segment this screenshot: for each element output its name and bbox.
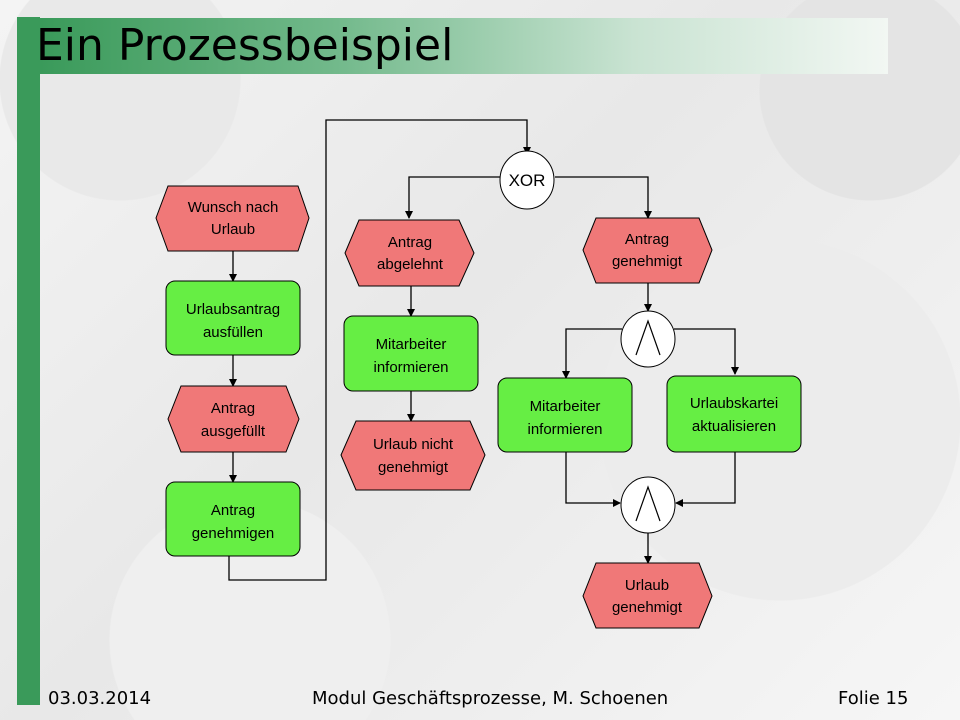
arrow-and-split-to-informieren [562,328,622,379]
event-urlaub-nicht-genehmigt: Urlaub nicht genehmigt [340,420,486,491]
function-mitarbeiter-informieren-2: Mitarbeiter informieren [497,377,633,453]
xor-label: XOR [509,171,546,190]
function-mitarbeiter-informieren-1-line1: Mitarbeiter [376,336,447,353]
event-wunsch-nach-urlaub: Wunsch nach Urlaub [155,185,310,252]
event-antrag-genehmigt-line2: genehmigt [612,253,683,270]
function-urlaubsantrag-ausfuellen: Urlaubsantrag ausfüllen [165,280,301,356]
and-join-connector [620,476,676,534]
event-antrag-ausgefuellt-line2: ausgefüllt [201,423,266,440]
event-wunsch-nach-urlaub-line1: Wunsch nach [188,199,279,216]
arrow-informieren-to-and-join [565,452,621,507]
event-antrag-abgelehnt: Antrag abgelehnt [344,219,475,287]
function-antrag-genehmigen-line2: genehmigen [192,525,275,542]
footer-slide-number: Folie 15 [838,688,909,709]
event-urlaub-genehmigt-line2: genehmigt [612,599,683,616]
function-mitarbeiter-informieren-2-line2: informieren [527,421,602,438]
event-antrag-genehmigt-line1: Antrag [625,231,669,248]
function-antrag-genehmigen-line1: Antrag [211,502,255,519]
event-urlaub-nicht-genehmigt-line1: Urlaub nicht [373,436,454,453]
function-urlaubskartei-aktualisieren: Urlaubskartei aktualisieren [666,375,802,453]
function-mitarbeiter-informieren-1: Mitarbeiter informieren [343,315,479,392]
event-urlaub-nicht-genehmigt-line2: genehmigt [378,459,449,476]
event-antrag-ausgefuellt: Antrag ausgefüllt [167,385,300,453]
accent-bar [17,17,40,705]
arrow-xor-to-abgelehnt [405,176,501,219]
event-wunsch-nach-urlaub-line2: Urlaub [211,221,255,238]
arrow-genehmigen-to-xor [228,119,531,581]
footer-date: 03.03.2014 [48,688,152,709]
xor-connector: XOR [499,150,555,210]
and-split-connector [620,310,676,368]
footer-course: Modul Geschäftsprozesse, M. Schoenen [312,688,669,709]
event-antrag-genehmigt: Antrag genehmigt [582,217,713,284]
and-split-symbol-icon [635,319,661,356]
page-title: Ein Prozessbeispiel [36,20,454,71]
function-urlaubsantrag-ausfuellen-line2: ausfüllen [203,324,263,341]
function-antrag-genehmigen: Antrag genehmigen [165,481,301,557]
arrow-urlaubskartei-to-and-join [675,452,736,507]
function-urlaubskartei-aktualisieren-line2: aktualisieren [692,418,776,435]
event-antrag-abgelehnt-line2: abgelehnt [377,256,444,273]
function-urlaubsantrag-ausfuellen-line1: Urlaubsantrag [186,301,280,318]
event-urlaub-genehmigt: Urlaub genehmigt [582,562,713,629]
event-antrag-abgelehnt-line1: Antrag [388,234,432,251]
function-mitarbeiter-informieren-2-line1: Mitarbeiter [530,398,601,415]
and-join-symbol-icon [635,485,661,522]
arrow-xor-to-genehmigt [555,176,652,219]
connector-lines [228,119,739,581]
title-band [40,18,888,74]
event-urlaub-genehmigt-line1: Urlaub [625,577,669,594]
event-antrag-ausgefuellt-line1: Antrag [211,400,255,417]
function-mitarbeiter-informieren-1-line2: informieren [373,359,448,376]
function-urlaubskartei-aktualisieren-line1: Urlaubskartei [690,395,778,412]
arrow-and-split-to-urlaubskartei [674,328,739,375]
